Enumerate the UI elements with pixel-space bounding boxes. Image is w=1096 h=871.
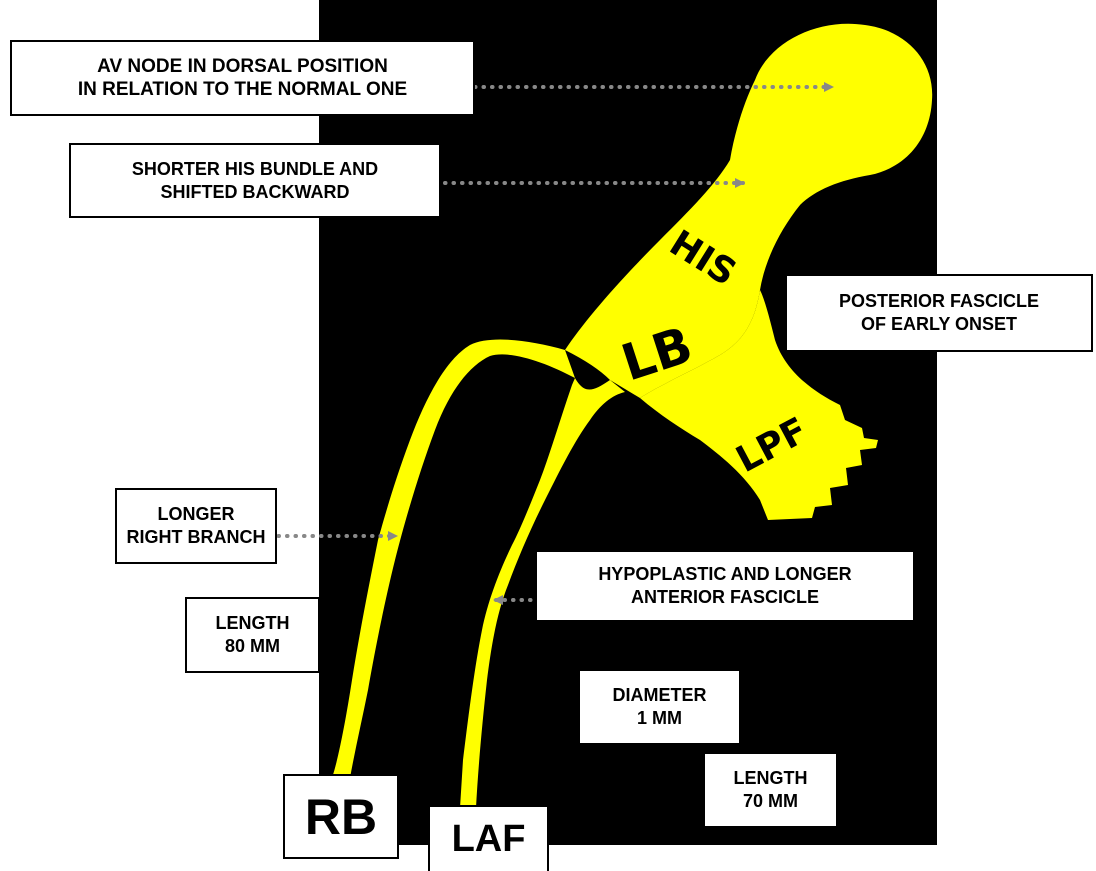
his-bundle-callout: SHORTER HIS BUNDLE AND SHIFTED BACKWARD xyxy=(69,143,441,218)
laf-length-callout: LENGTH 70 MM xyxy=(703,752,838,828)
laf-end-label: LAF xyxy=(428,805,549,871)
posterior-fascicle-callout: POSTERIOR FASCICLE OF EARLY ONSET xyxy=(785,274,1093,352)
right-branch-callout: LONGER RIGHT BRANCH xyxy=(115,488,277,564)
rb-length-callout: LENGTH 80 MM xyxy=(185,597,320,673)
rb-end-label: RB xyxy=(283,774,399,859)
anterior-fascicle-callout: HYPOPLASTIC AND LONGER ANTERIOR FASCICLE xyxy=(535,550,915,622)
av-node-callout: AV NODE IN DORSAL POSITION IN RELATION T… xyxy=(10,40,475,116)
diameter-callout: DIAMETER 1 MM xyxy=(578,669,741,745)
